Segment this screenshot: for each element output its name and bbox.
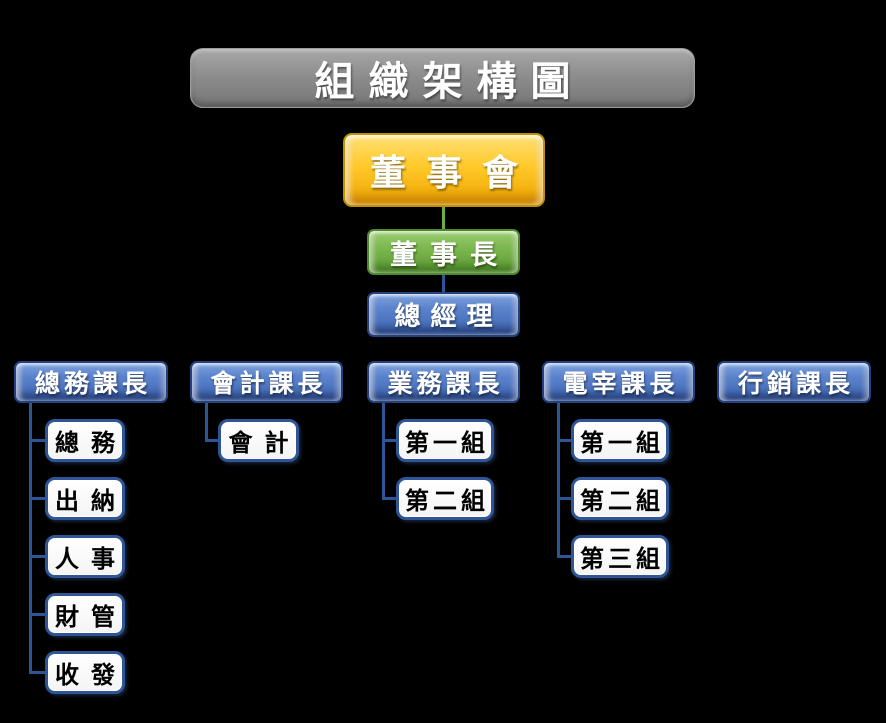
connector-col1-stub (29, 439, 45, 442)
connector-col2-trunk (205, 403, 208, 442)
node-slaughter-group-2: 第二組 (571, 477, 669, 520)
node-dept-sales-chief: 業務課長 (367, 361, 520, 403)
node-general-affairs: 總務 (45, 419, 125, 462)
connector-col3-stub (382, 439, 396, 442)
node-cashier: 出納 (45, 477, 125, 520)
node-sales-group-2: 第二組 (396, 477, 494, 520)
node-accounting: 會計 (218, 419, 299, 462)
connector-chairman-gm (442, 275, 445, 292)
node-receiving-dispatch: 收發 (45, 651, 125, 694)
connector-col4-trunk (557, 403, 560, 558)
node-sales-group-1: 第一組 (396, 419, 494, 462)
node-general-manager: 總經理 (367, 292, 520, 337)
node-slaughter-group-1: 第一組 (571, 419, 669, 462)
connector-col4-stub (557, 439, 571, 442)
connector-col1-stub (29, 613, 45, 616)
node-chairman: 董事長 (367, 229, 520, 275)
connector-col1-stub (29, 555, 45, 558)
node-dept-accounting-chief: 會計課長 (190, 361, 343, 403)
connector-col4-stub (557, 497, 571, 500)
chart-title: 組織架構圖 (314, 59, 585, 105)
node-dept-general-affairs-chief: 總務課長 (14, 361, 168, 403)
connector-col2-stub (205, 439, 218, 442)
connector-col3-stub (382, 497, 396, 500)
node-finance-management: 財管 (45, 593, 125, 636)
connector-col3-trunk (382, 403, 385, 500)
connector-col4-stub (557, 555, 571, 558)
connector-board-chairman (442, 207, 445, 229)
connector-col1-trunk (29, 403, 32, 674)
node-slaughter-group-3: 第三組 (571, 535, 669, 578)
node-dept-marketing-chief: 行銷課長 (717, 361, 871, 403)
node-dept-slaughter-chief: 電宰課長 (542, 361, 695, 403)
chart-title-banner: 組織架構圖 (190, 48, 695, 108)
connector-col1-stub (29, 497, 45, 500)
node-board: 董事會 (343, 133, 545, 207)
node-personnel: 人事 (45, 535, 125, 578)
connector-col1-stub (29, 671, 45, 674)
